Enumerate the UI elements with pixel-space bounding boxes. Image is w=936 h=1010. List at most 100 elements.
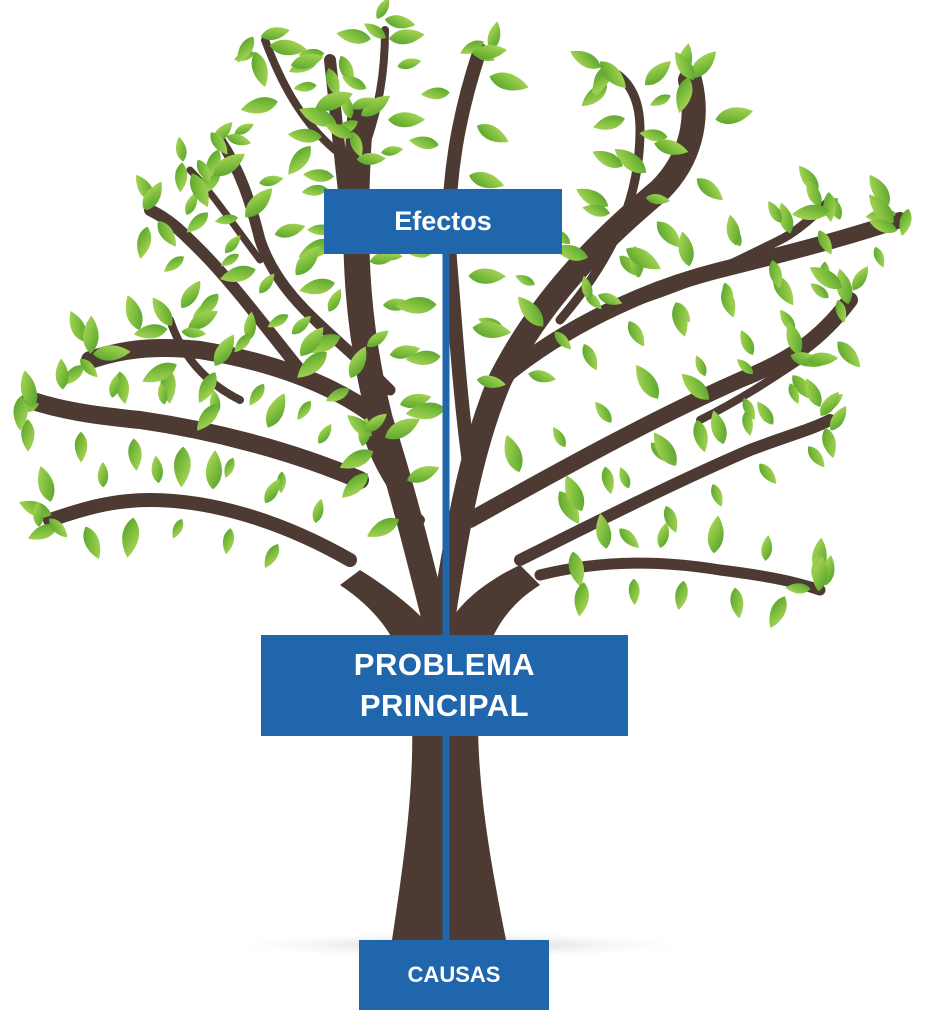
leaf [785, 583, 811, 594]
leaf [476, 124, 509, 143]
leaf [769, 260, 783, 289]
leaf [244, 311, 256, 341]
effects-label: Efectos [394, 206, 492, 236]
leaf [644, 61, 671, 86]
leaf [269, 39, 308, 56]
leaf [20, 370, 37, 407]
leaf [69, 311, 87, 342]
leaf [197, 403, 219, 431]
leaf [722, 282, 734, 306]
leaf [198, 372, 217, 404]
leaf [312, 498, 324, 524]
leaf [835, 299, 847, 323]
leaf [237, 36, 255, 63]
leaf [553, 245, 589, 261]
leaf [742, 411, 753, 436]
leaf [639, 129, 668, 142]
leaf [726, 214, 740, 246]
leaf [198, 293, 219, 318]
leaf [397, 58, 422, 70]
branch [43, 493, 357, 567]
leaf [619, 528, 639, 548]
leaf [260, 27, 290, 41]
leaf [185, 192, 198, 216]
leaf [852, 266, 868, 291]
leaf [389, 345, 421, 359]
leaf [224, 457, 235, 479]
leaf [303, 169, 334, 182]
leaf [515, 274, 535, 286]
branch [442, 43, 487, 477]
leaf [868, 219, 898, 234]
leaf [786, 321, 803, 356]
leaf [128, 438, 142, 471]
leaf [558, 491, 580, 525]
branch [365, 435, 425, 525]
leaf [380, 146, 404, 156]
branch [166, 316, 244, 404]
leaf [645, 194, 671, 205]
leaf [342, 473, 368, 498]
leaf [636, 364, 659, 399]
leaf [528, 370, 557, 383]
leaf [663, 505, 678, 533]
leaf [395, 297, 437, 314]
leaf [693, 419, 708, 453]
leaf [190, 173, 209, 208]
leaf [388, 112, 425, 128]
leaf [299, 107, 337, 127]
leaf [806, 352, 839, 366]
leaf [213, 334, 235, 366]
leaf [300, 327, 324, 356]
leaf [730, 587, 744, 619]
leaf [214, 214, 238, 225]
leaf [384, 15, 416, 29]
leaf [122, 517, 140, 558]
leaf [581, 275, 593, 301]
leaf [213, 153, 245, 177]
leaf [28, 523, 59, 540]
main-problem-box: PROBLEMA PRINCIPAL [261, 635, 628, 736]
leaf [822, 427, 836, 459]
leaf [672, 302, 688, 337]
leaf [487, 21, 501, 51]
branch [356, 26, 389, 164]
leaf [628, 578, 640, 605]
leaf [264, 478, 280, 504]
leaf [234, 333, 251, 353]
causes-label: CAUSAS [407, 962, 501, 987]
leaf [325, 387, 350, 402]
leaf [769, 596, 787, 629]
leaf [33, 501, 44, 527]
leaf [274, 223, 306, 238]
leaf [365, 413, 387, 432]
leaf [351, 97, 376, 110]
leaf [597, 293, 623, 305]
leaf [736, 359, 754, 374]
leaf [290, 54, 324, 69]
leaf [619, 467, 631, 489]
leaf [820, 391, 839, 416]
leaf [695, 355, 707, 377]
leaf [336, 29, 371, 44]
leaf [582, 344, 598, 371]
leaf [220, 253, 239, 267]
leaf [251, 51, 268, 87]
leaf [267, 314, 289, 328]
leaf [152, 297, 173, 327]
leaf [297, 351, 327, 378]
leaf [405, 402, 446, 420]
leaf [180, 280, 201, 309]
branch [261, 36, 339, 154]
branch [534, 557, 826, 596]
leaf [690, 51, 717, 79]
leaf [55, 358, 69, 390]
leaf [157, 220, 176, 247]
leaf [186, 212, 209, 233]
leaf [175, 162, 188, 193]
leaf [125, 295, 143, 331]
leaf [174, 446, 191, 488]
leaf [504, 434, 523, 473]
leaf [518, 296, 544, 327]
